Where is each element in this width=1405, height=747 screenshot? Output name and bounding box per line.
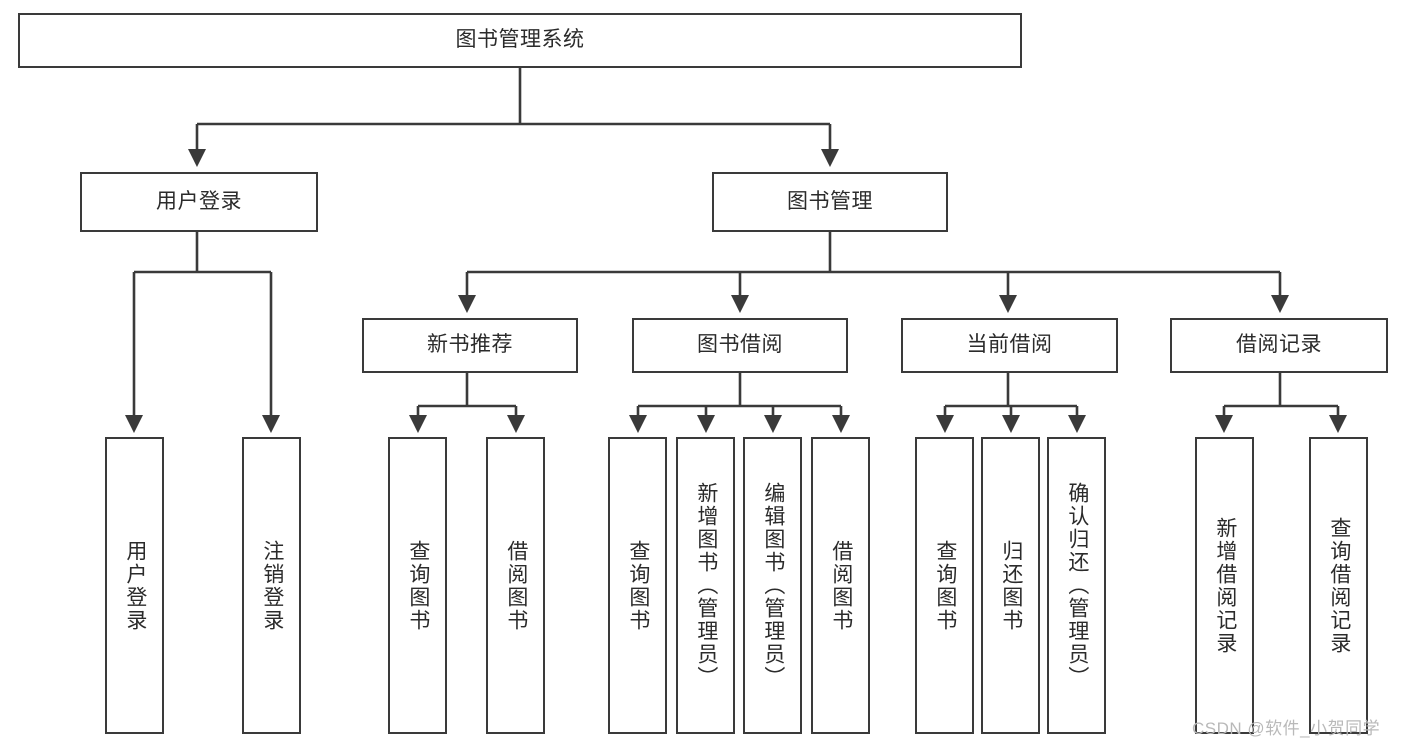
node-current-borrow[interactable]: 当前借阅	[901, 318, 1118, 373]
node-leaf-user-login-label: 用户登录	[123, 539, 147, 632]
node-leaf-borrow-book-2[interactable]: 借阅图书	[811, 437, 870, 734]
node-leaf-add-book-label: 新增图书（管理员）	[694, 482, 718, 689]
node-leaf-return-book[interactable]: 归还图书	[981, 437, 1040, 734]
node-leaf-borrow-book-2-label: 借阅图书	[829, 539, 853, 632]
node-leaf-user-login[interactable]: 用户登录	[105, 437, 164, 734]
node-leaf-edit-book-label: 编辑图书（管理员）	[761, 482, 785, 689]
node-leaf-query-book-2[interactable]: 查询图书	[608, 437, 667, 734]
node-leaf-confirm-return-label: 确认归还（管理员）	[1065, 482, 1089, 689]
node-book-borrow[interactable]: 图书借阅	[632, 318, 848, 373]
node-leaf-query-record[interactable]: 查询借阅记录	[1309, 437, 1368, 734]
node-leaf-borrow-book-1[interactable]: 借阅图书	[486, 437, 545, 734]
node-book-manage[interactable]: 图书管理	[712, 172, 948, 232]
node-book-borrow-label: 图书借阅	[697, 333, 783, 357]
node-user-login[interactable]: 用户登录	[80, 172, 318, 232]
node-leaf-add-record-label: 新增借阅记录	[1213, 516, 1237, 655]
node-leaf-edit-book[interactable]: 编辑图书（管理员）	[743, 437, 802, 734]
node-leaf-logout-label: 注销登录	[260, 539, 284, 632]
node-current-borrow-label: 当前借阅	[966, 333, 1053, 357]
node-leaf-query-book-1[interactable]: 查询图书	[388, 437, 447, 734]
node-leaf-query-book-1-label: 查询图书	[406, 539, 430, 632]
node-leaf-query-record-label: 查询借阅记录	[1327, 516, 1351, 655]
node-new-book-recommend[interactable]: 新书推荐	[362, 318, 578, 373]
node-leaf-logout[interactable]: 注销登录	[242, 437, 301, 734]
node-root[interactable]: 图书管理系统	[18, 13, 1022, 68]
node-leaf-add-record[interactable]: 新增借阅记录	[1195, 437, 1254, 734]
node-leaf-query-book-3[interactable]: 查询图书	[915, 437, 974, 734]
node-leaf-borrow-book-1-label: 借阅图书	[504, 539, 528, 632]
node-leaf-return-book-label: 归还图书	[999, 539, 1023, 632]
node-user-login-label: 用户登录	[156, 189, 242, 213]
node-borrow-record-label: 借阅记录	[1236, 333, 1322, 357]
node-book-manage-label: 图书管理	[787, 189, 873, 213]
node-leaf-confirm-return[interactable]: 确认归还（管理员）	[1047, 437, 1106, 734]
node-borrow-record[interactable]: 借阅记录	[1170, 318, 1388, 373]
node-new-book-recommend-label: 新书推荐	[427, 333, 513, 357]
node-root-label: 图书管理系统	[455, 28, 585, 52]
node-leaf-query-book-2-label: 查询图书	[626, 539, 650, 632]
node-leaf-query-book-3-label: 查询图书	[933, 539, 957, 632]
node-leaf-add-book[interactable]: 新增图书（管理员）	[676, 437, 735, 734]
